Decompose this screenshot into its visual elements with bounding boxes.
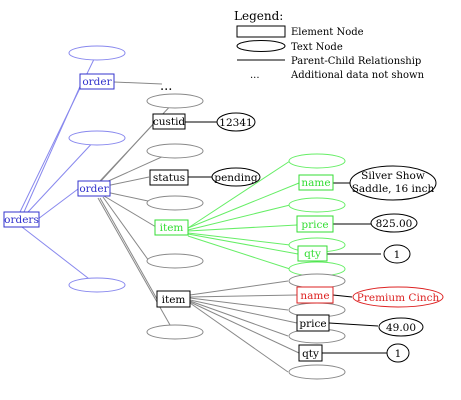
- edges-black-values: [322, 294, 387, 354]
- legend-title: Legend:: [234, 9, 283, 23]
- text-node-name-green-value: Silver Show Saddle, 16 inch: [349, 165, 437, 201]
- legend: Legend: Element Node Text Node Parent-Ch…: [234, 9, 425, 81]
- element-label-item-green: item: [160, 222, 184, 234]
- element-node-order-top: order: [79, 73, 115, 90]
- svg-text:pending: pending: [214, 172, 258, 184]
- text-node-qty-green-value: 1: [383, 244, 411, 264]
- element-node-item-black: item: [156, 290, 191, 308]
- edges-green-values: [327, 182, 381, 255]
- element-node-order-main: order: [77, 180, 111, 197]
- text-node-blank: [68, 277, 126, 293]
- edges-values: [184, 121, 218, 178]
- svg-text:1: 1: [394, 249, 401, 261]
- text-node-blank: [146, 195, 204, 211]
- text-node-blank: [68, 45, 126, 61]
- element-node-price-black: price: [296, 314, 330, 332]
- text-node-blank: [288, 197, 346, 213]
- legend-ellipsis-symbol: ...: [250, 70, 260, 81]
- legend-element-node-label: Element Node: [291, 27, 364, 38]
- element-node-qty-green: qty: [297, 245, 328, 262]
- svg-text:Saddle, 16 inch: Saddle, 16 inch: [352, 183, 435, 195]
- text-node-blank: [146, 324, 204, 340]
- text-node-custid-value: 12341: [216, 112, 256, 132]
- element-node-custid: custid: [152, 113, 186, 130]
- text-node-qty-black-value: 1: [386, 343, 410, 363]
- text-node-blank: [146, 253, 204, 269]
- text-node-price-black-value: 49.00: [378, 317, 424, 337]
- element-label-price-green: price: [301, 219, 328, 231]
- svg-text:49.00: 49.00: [386, 322, 416, 334]
- element-label-custid: custid: [153, 116, 186, 128]
- legend-text-node-label: Text Node: [291, 42, 343, 53]
- element-label-name-red: name: [300, 290, 329, 302]
- element-node-price-green: price: [296, 215, 334, 233]
- element-label-order-top: order: [82, 76, 112, 88]
- element-label-status: status: [153, 172, 185, 184]
- text-node-name-red-value: Premium Cinch: [352, 286, 444, 308]
- svg-text:12341: 12341: [219, 117, 252, 129]
- text-node-blank: [146, 93, 204, 109]
- svg-text:1: 1: [395, 348, 402, 360]
- element-label-qty-green: qty: [304, 248, 321, 260]
- element-label-orders: orders: [4, 214, 39, 226]
- text-node-blank: [288, 364, 346, 380]
- element-node-name-green: name: [298, 174, 334, 191]
- element-node-status: status: [149, 169, 189, 186]
- svg-text:825.00: 825.00: [376, 218, 413, 230]
- element-label-item-black: item: [162, 294, 186, 306]
- legend-element-node-swatch: [236, 25, 286, 38]
- element-label-order-main: order: [79, 183, 109, 195]
- edges-item-green: [187, 160, 300, 270]
- element-node-orders: orders: [3, 211, 40, 228]
- element-label-price-black: price: [299, 318, 326, 330]
- element-label-name-green: name: [301, 177, 330, 189]
- text-node-blank: [68, 130, 126, 146]
- element-node-name-red: name: [296, 286, 334, 304]
- text-node-blank: [288, 153, 346, 169]
- legend-relationship-label: Parent-Child Relationship: [291, 56, 421, 67]
- text-node-blank: [146, 143, 204, 159]
- text-node-price-green-value: 825.00: [370, 213, 418, 233]
- element-label-qty-black: qty: [302, 348, 319, 360]
- edges-order-top: [113, 81, 163, 85]
- legend-additional-label: Additional data not shown: [290, 70, 425, 81]
- svg-text:Silver Show: Silver Show: [361, 170, 425, 182]
- svg-text:Premium Cinch: Premium Cinch: [357, 292, 440, 304]
- edges-order-main: [97, 100, 176, 333]
- legend-text-node-swatch: [236, 40, 286, 52]
- element-node-qty-black: qty: [298, 344, 323, 362]
- text-node-blank: [288, 273, 346, 289]
- blank-text-nodes: [68, 45, 346, 380]
- element-node-item-green: item: [154, 219, 189, 236]
- more-data-ellipsis: ...: [160, 79, 172, 94]
- edges-item-black: [189, 280, 300, 373]
- text-node-status-value: pending: [211, 167, 261, 187]
